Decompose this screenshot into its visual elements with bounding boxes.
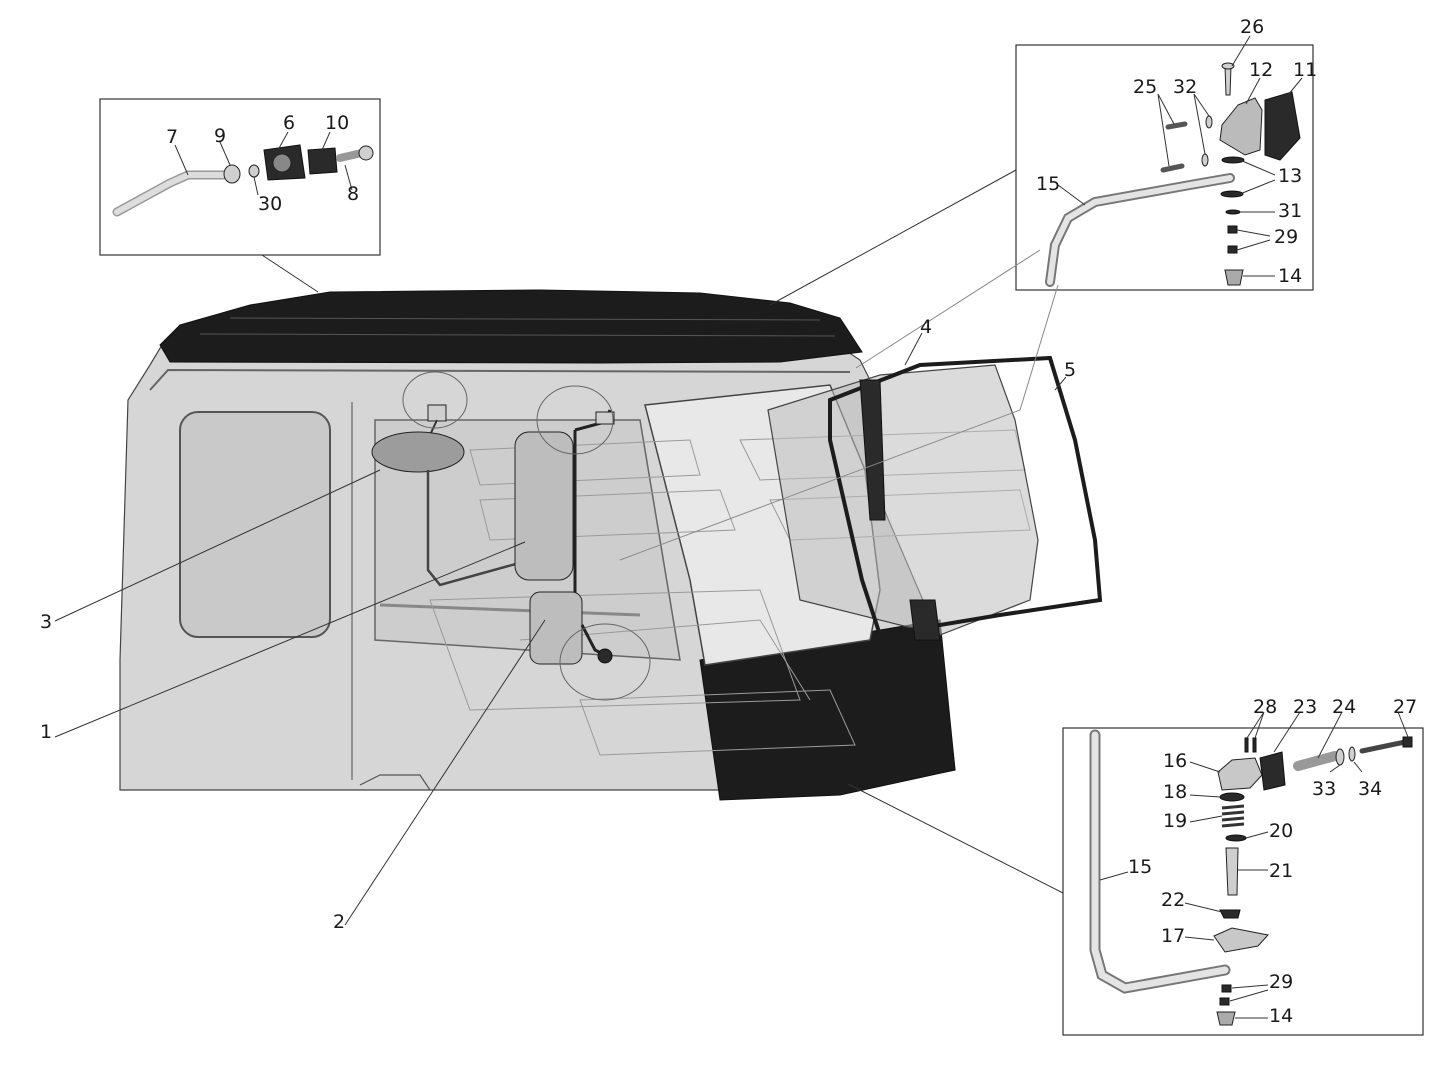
callout-3: 3 <box>40 611 52 633</box>
interior-mirror <box>371 404 531 587</box>
windshield-seal <box>828 355 1103 638</box>
main-side-mirror <box>514 409 615 600</box>
rear-side-window <box>179 411 331 638</box>
callout-1: 1 <box>40 721 52 743</box>
callout-22: 22 <box>1161 889 1185 911</box>
callout-25: 25 <box>1133 76 1157 98</box>
callout-29-lower: 29 <box>1269 971 1293 993</box>
callout-27: 27 <box>1393 696 1417 718</box>
wide-angle-mirror <box>529 591 613 665</box>
callout-20: 20 <box>1269 820 1293 842</box>
callout-labels: 1 2 3 4 5 6 7 8 9 10 30 26 12 11 25 32 1… <box>40 16 1417 1027</box>
callout-14-upper: 14 <box>1278 265 1302 287</box>
windshield-glass <box>767 364 1039 636</box>
callout-32: 32 <box>1173 76 1197 98</box>
cab-roof <box>159 289 863 364</box>
callout-10: 10 <box>325 112 349 134</box>
callout-12: 12 <box>1249 59 1273 81</box>
callout-11: 11 <box>1293 59 1317 81</box>
callout-16: 16 <box>1163 750 1187 772</box>
callout-8: 8 <box>347 183 359 205</box>
callout-15-lower: 15 <box>1128 856 1152 878</box>
inset-lower-hinge <box>1062 727 1424 1036</box>
callout-34: 34 <box>1358 778 1382 800</box>
callout-23: 23 <box>1293 696 1317 718</box>
callout-14-lower: 14 <box>1269 1005 1293 1027</box>
callout-5: 5 <box>1064 359 1076 381</box>
inset-upper-hinge <box>1015 44 1314 291</box>
detail-circles <box>402 371 651 701</box>
callout-18: 18 <box>1163 781 1187 803</box>
callout-33: 33 <box>1312 778 1336 800</box>
callout-6: 6 <box>283 112 295 134</box>
callout-24: 24 <box>1332 696 1356 718</box>
callout-30: 30 <box>258 193 282 215</box>
callout-9: 9 <box>214 125 226 147</box>
callout-28: 28 <box>1253 696 1277 718</box>
callout-2: 2 <box>333 911 345 933</box>
callout-13: 13 <box>1278 165 1302 187</box>
callout-7: 7 <box>166 126 178 148</box>
callout-4: 4 <box>920 316 932 338</box>
callout-26: 26 <box>1240 16 1264 38</box>
callout-21: 21 <box>1269 860 1293 882</box>
callout-17: 17 <box>1161 925 1185 947</box>
inset-mirror-mount <box>99 98 381 256</box>
callout-19: 19 <box>1163 810 1187 832</box>
callout-31: 31 <box>1278 200 1302 222</box>
callout-15-upper: 15 <box>1036 173 1060 195</box>
callout-29-upper: 29 <box>1274 226 1298 248</box>
leader-lines <box>54 35 1409 1019</box>
